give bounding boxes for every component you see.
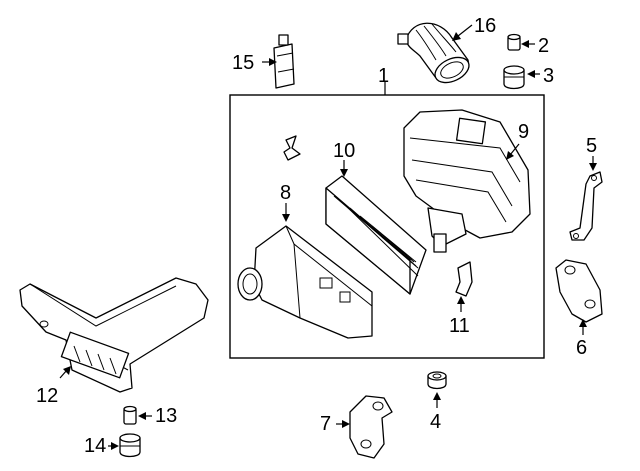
assembly-box (229, 94, 545, 359)
part-9-upper-housing[interactable] (403, 109, 531, 253)
part-2-grommet[interactable] (507, 33, 521, 51)
part-7-bracket[interactable] (349, 395, 393, 459)
callout-1: 1 (378, 65, 389, 87)
part-3-mount[interactable] (503, 65, 525, 90)
clip-small[interactable] (283, 135, 301, 161)
part-14-mount[interactable] (119, 433, 141, 458)
callout-6: 6 (576, 337, 587, 359)
callout-11: 11 (449, 315, 470, 337)
part-10-filter-element[interactable] (325, 175, 427, 295)
part-15-sensor[interactable] (273, 34, 295, 89)
callout-2: 2 (538, 35, 549, 57)
part-13-spacer[interactable] (123, 405, 137, 425)
callout-13: 13 (155, 405, 177, 427)
callout-9: 9 (518, 121, 529, 143)
callout-16: 16 (474, 15, 496, 37)
callout-15: 15 (232, 52, 254, 74)
part-5-bracket[interactable] (569, 171, 603, 241)
callout-3: 3 (543, 65, 554, 87)
part-8-lower-housing[interactable] (237, 225, 373, 339)
part-4-grommet[interactable] (427, 371, 447, 390)
callout-12: 12 (36, 385, 58, 407)
part-12-air-duct[interactable] (19, 277, 209, 393)
part-16-intake-hose[interactable] (397, 22, 473, 87)
callout-10: 10 (333, 140, 355, 162)
callout-4: 4 (430, 411, 441, 433)
callout-5: 5 (586, 135, 597, 157)
callout-14: 14 (84, 435, 106, 457)
part-11-clip[interactable] (455, 261, 473, 297)
callout-7: 7 (320, 413, 331, 435)
part-6-mount-bracket[interactable] (555, 259, 603, 323)
callout-8: 8 (280, 182, 291, 204)
